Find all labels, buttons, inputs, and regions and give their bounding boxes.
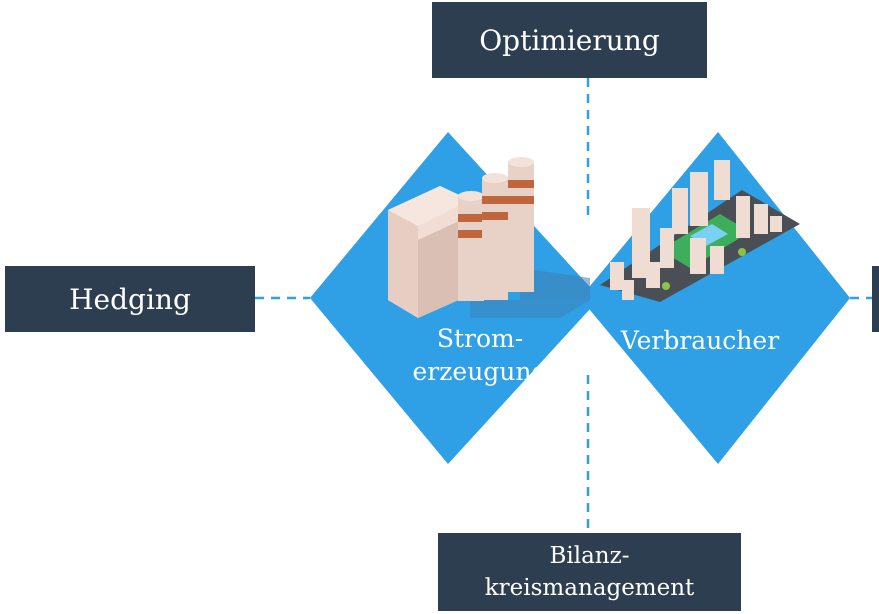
city-icon <box>600 160 800 302</box>
node-right-edge <box>872 266 879 332</box>
node-bilanzkreismanagement: Bilanz- kreismanagement <box>438 533 741 611</box>
node-bilanz-line2: kreismanagement <box>484 575 695 601</box>
node-hedging: Hedging <box>5 266 255 332</box>
power-plant-icon <box>388 157 590 318</box>
generation-label-line2: erzeugung <box>412 357 548 386</box>
node-optimierung-label: Optimierung <box>479 23 660 57</box>
generation-label-line1: Strom- <box>436 324 524 353</box>
node-bilanz-line1: Bilanz- <box>549 543 630 569</box>
consumer-label: Verbraucher <box>620 326 780 355</box>
node-optimierung: Optimierung <box>432 2 707 78</box>
node-hedging-label: Hedging <box>69 282 191 316</box>
generation-label: Strom- erzeugung <box>405 322 555 388</box>
